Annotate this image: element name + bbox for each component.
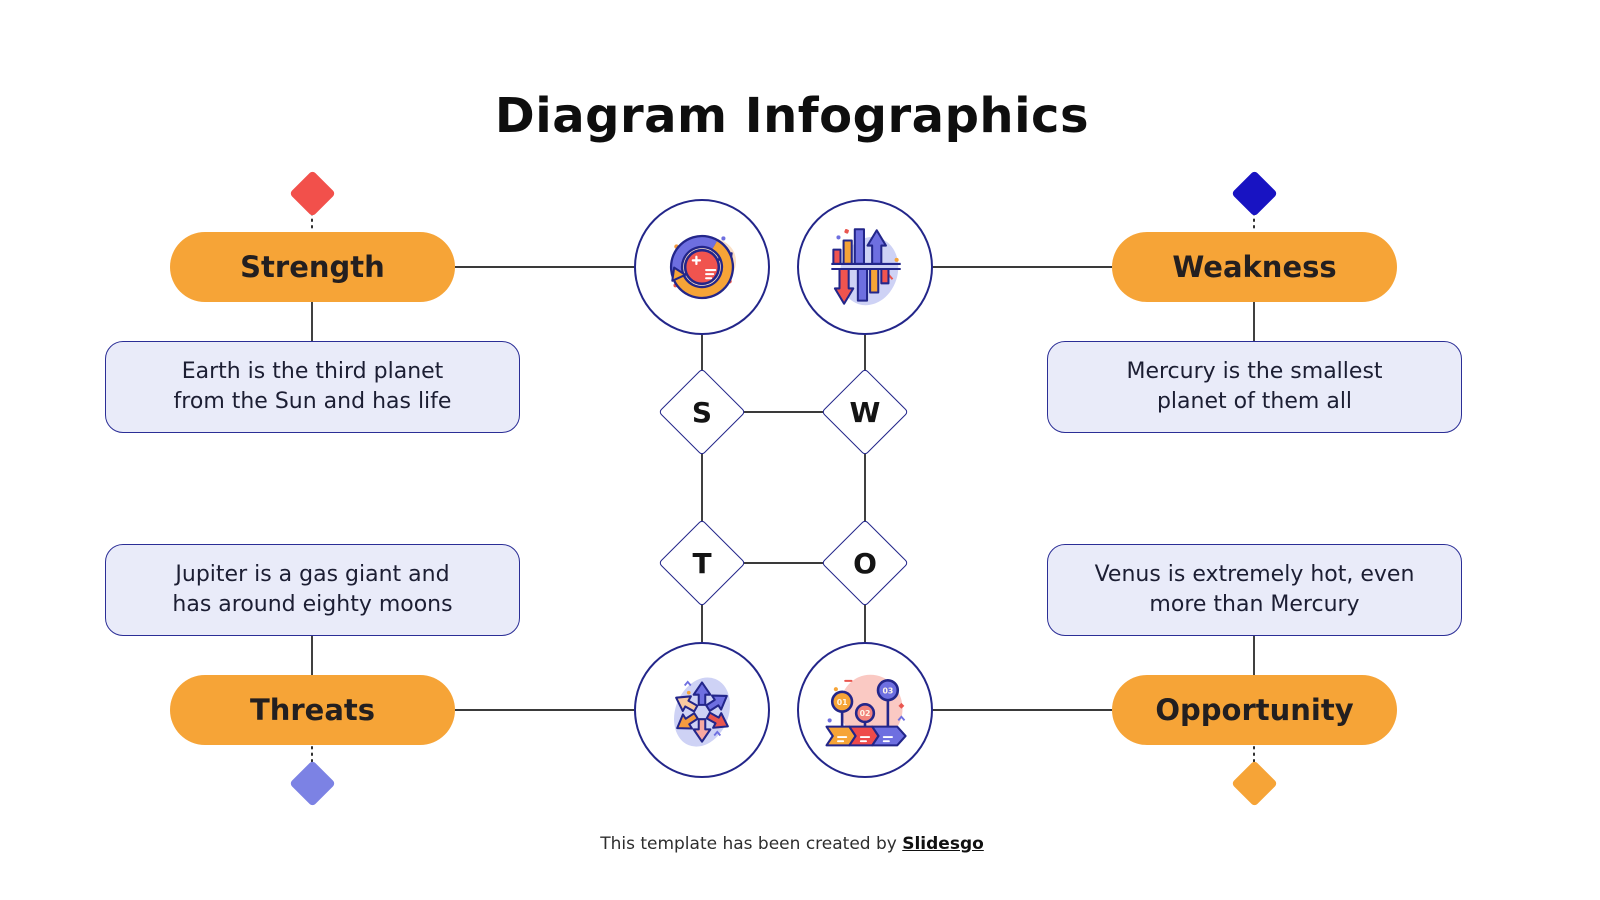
weakness-description-line1: Mercury is the smallest — [1126, 358, 1383, 384]
t-letter: T — [692, 546, 712, 580]
opportunity-pill: Opportunity — [1112, 675, 1397, 745]
milestone-02-label: 02 — [860, 709, 871, 718]
footer-credit: This template has been created by Slides… — [392, 834, 1192, 854]
weakness-description-box: Mercury is the smallest planet of them a… — [1047, 341, 1462, 433]
opportunity-description-box: Venus is extremely hot, even more than M… — [1047, 544, 1462, 636]
weakness-description-line2: planet of them all — [1156, 389, 1353, 414]
s-letter: S — [691, 395, 713, 429]
threats-description-box: Jupiter is a gas giant and has around ei… — [105, 544, 520, 636]
milestones-icon: 01 02 03 — [825, 674, 907, 747]
footer-text: This template has been created by — [600, 834, 903, 854]
strength-description-line1: Earth is the third planet — [181, 358, 444, 384]
opportunity-description-line1: Venus is extremely hot, even — [1094, 561, 1415, 587]
threats-icon-circle — [634, 642, 770, 778]
threats-description-line2: has around eighty moons — [172, 592, 453, 617]
threats-pill: Threats — [170, 675, 455, 745]
strength-pill: Strength — [170, 232, 455, 302]
page-title: Diagram Infographics — [494, 88, 1090, 144]
milestone-01-label: 01 — [837, 698, 848, 707]
opportunity-icon-circle: 01 02 03 — [797, 642, 933, 778]
sync-arrows-icon — [669, 234, 737, 300]
strength-description-box: Earth is the third planet from the Sun a… — [105, 341, 520, 433]
strength-icon-circle — [634, 199, 770, 335]
opportunity-description-line2: more than Mercury — [1149, 592, 1360, 617]
weakness-pill: Weakness — [1112, 232, 1397, 302]
w-letter: W — [849, 395, 881, 429]
o-letter: O — [853, 546, 877, 580]
slidesgo-link[interactable]: Slidesgo — [902, 834, 984, 854]
strength-description-line2: from the Sun and has life — [173, 389, 452, 414]
weakness-icon-circle — [797, 199, 933, 335]
diverging-bars-icon — [831, 228, 901, 306]
expand-arrows-icon — [674, 677, 730, 747]
threats-description-line1: Jupiter is a gas giant and — [175, 561, 450, 587]
milestone-03-label: 03 — [882, 686, 893, 695]
